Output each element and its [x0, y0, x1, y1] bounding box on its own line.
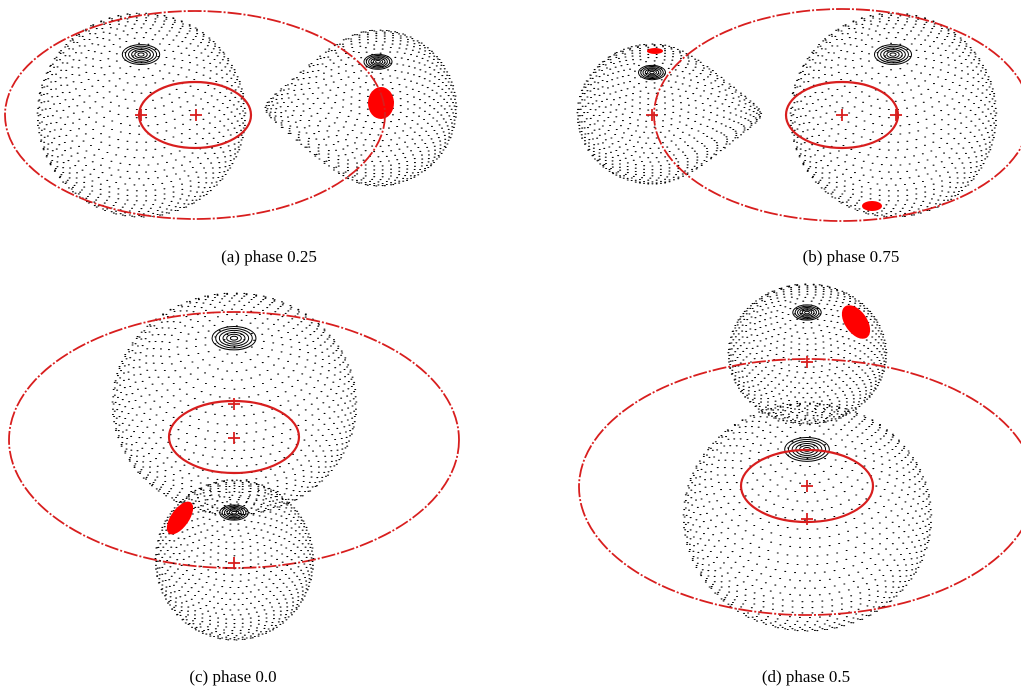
panel-d-phase-0-5: [578, 283, 1021, 632]
primary-star: [789, 12, 998, 218]
caption-panel-a: (a) phase 0.25: [221, 247, 317, 266]
secondary-star-pole: [219, 504, 249, 521]
large-orbit: [4, 10, 386, 220]
secondary-star-pole: [638, 64, 666, 81]
panel-c-phase-0-0: [8, 292, 460, 641]
center-cross-center: [836, 109, 848, 121]
star-spot: [368, 87, 394, 119]
secondary-star: [264, 29, 458, 187]
star-spot-bottom: [862, 201, 882, 211]
panel-b-phase-0-75: [576, 8, 1021, 222]
primary-star-pole: [211, 326, 257, 351]
primary-star-pole: [873, 44, 913, 65]
star-spot-top: [647, 48, 663, 54]
center-cross-center: [228, 432, 240, 444]
center-cross-top: [228, 398, 240, 410]
panel-a-phase-0-25: [4, 10, 458, 220]
caption-panel-c: (c) phase 0.0: [189, 667, 277, 686]
large-orbit: [578, 358, 1021, 616]
primary-star: [36, 12, 247, 218]
center-cross-bottom: [228, 557, 240, 569]
caption-panel-b: (b) phase 0.75: [802, 247, 900, 266]
secondary-star-pole: [363, 53, 393, 70]
star-spot: [166, 501, 194, 535]
primary-star: [111, 292, 358, 516]
center-cross-bottom: [801, 513, 813, 525]
primary-star-pole: [121, 44, 161, 66]
center-cross-top: [801, 356, 813, 368]
star-spot: [841, 305, 871, 339]
caption-panel-d: (d) phase 0.5: [761, 667, 851, 686]
secondary-star: [576, 43, 763, 185]
secondary-star-pole: [792, 304, 822, 321]
center-cross-left: [135, 109, 147, 121]
center-cross-right: [890, 109, 902, 121]
center-cross-right: [190, 109, 202, 121]
secondary-star: [727, 283, 888, 425]
center-cross-left: [646, 109, 658, 121]
secondary-star: [154, 479, 315, 641]
center-cross-center: [801, 480, 813, 492]
